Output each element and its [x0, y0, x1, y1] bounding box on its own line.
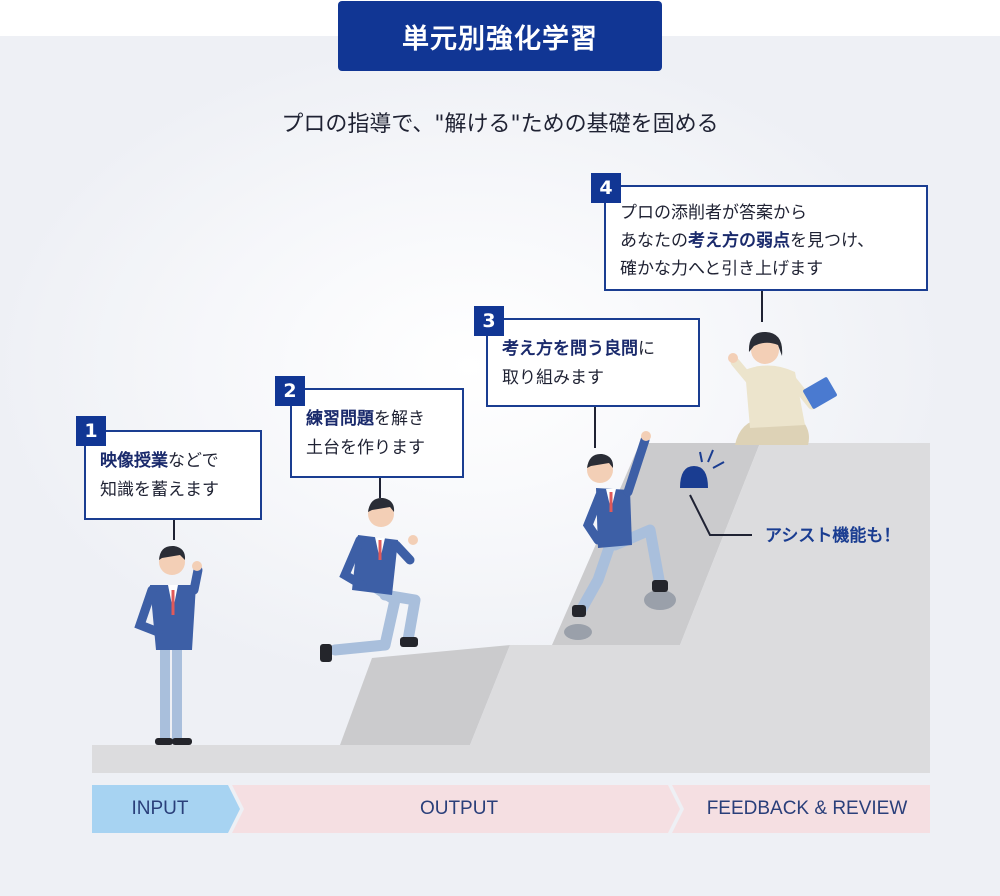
- step-2-highlight: 練習問題: [306, 409, 374, 429]
- student-walking-figure: [320, 497, 421, 662]
- callout-step-1: 映像授業などで 知識を蓄えます: [84, 430, 262, 520]
- student-standing-figure: [134, 545, 203, 745]
- step-1-line2: 知識を蓄えます: [100, 480, 219, 500]
- phase-bar-feedback: [672, 785, 930, 833]
- step-3-text: に: [638, 339, 655, 359]
- callout-step-4: プロの添削者が答案から あなたの考え方の弱点を見つけ、 確かな力へと引き上げます: [604, 185, 928, 291]
- callout-step-2: 練習問題を解き 土台を作ります: [290, 388, 464, 478]
- step-4-line2-pre: あなたの: [620, 231, 688, 251]
- callout-step-3: 考え方を問う良問に 取り組みます: [486, 318, 700, 407]
- phase-label-input: INPUT: [131, 798, 189, 819]
- step-4-number-badge: 4: [591, 173, 621, 203]
- stair-step-1-slope: [340, 645, 510, 745]
- assist-connector-line: [689, 494, 752, 536]
- step-2-number-badge: 2: [275, 376, 305, 406]
- step-1-text: などで: [168, 451, 219, 471]
- ground-floor: [92, 745, 930, 773]
- page-title: 単元別強化学習: [338, 1, 662, 71]
- phase-bar-output: [232, 785, 680, 833]
- phase-label-output: OUTPUT: [419, 798, 499, 819]
- step-2-line2: 土台を作ります: [306, 438, 425, 458]
- step-4-line2-post: を見つけ、: [790, 231, 875, 251]
- phase-label-feedback: FEEDBACK & REVIEW: [706, 798, 908, 819]
- step-4-line3: 確かな力へと引き上げます: [620, 259, 824, 279]
- step-1-number-badge: 1: [76, 416, 106, 446]
- step-4-line1: プロの添削者が答案から: [620, 203, 807, 223]
- student-climbing-figure: [564, 431, 676, 640]
- step-4-highlight: 考え方の弱点: [688, 231, 790, 251]
- assist-helper-icon: [680, 449, 725, 488]
- step-3-highlight: 考え方を問う良問: [502, 339, 638, 359]
- phase-bar-input: [92, 785, 240, 833]
- tutor-figure: [728, 331, 837, 445]
- step-3-number-badge: 3: [474, 306, 504, 336]
- stair-step-1: [470, 645, 930, 745]
- step-2-text: を解き: [374, 409, 425, 429]
- step-1-highlight: 映像授業: [100, 451, 168, 471]
- stair-step-2: [680, 443, 930, 645]
- assist-label: アシスト機能も！: [765, 526, 901, 546]
- step-3-line2: 取り組みます: [502, 368, 604, 388]
- page-subtitle: プロの指導で、"解ける"ための基礎を固める: [281, 112, 719, 137]
